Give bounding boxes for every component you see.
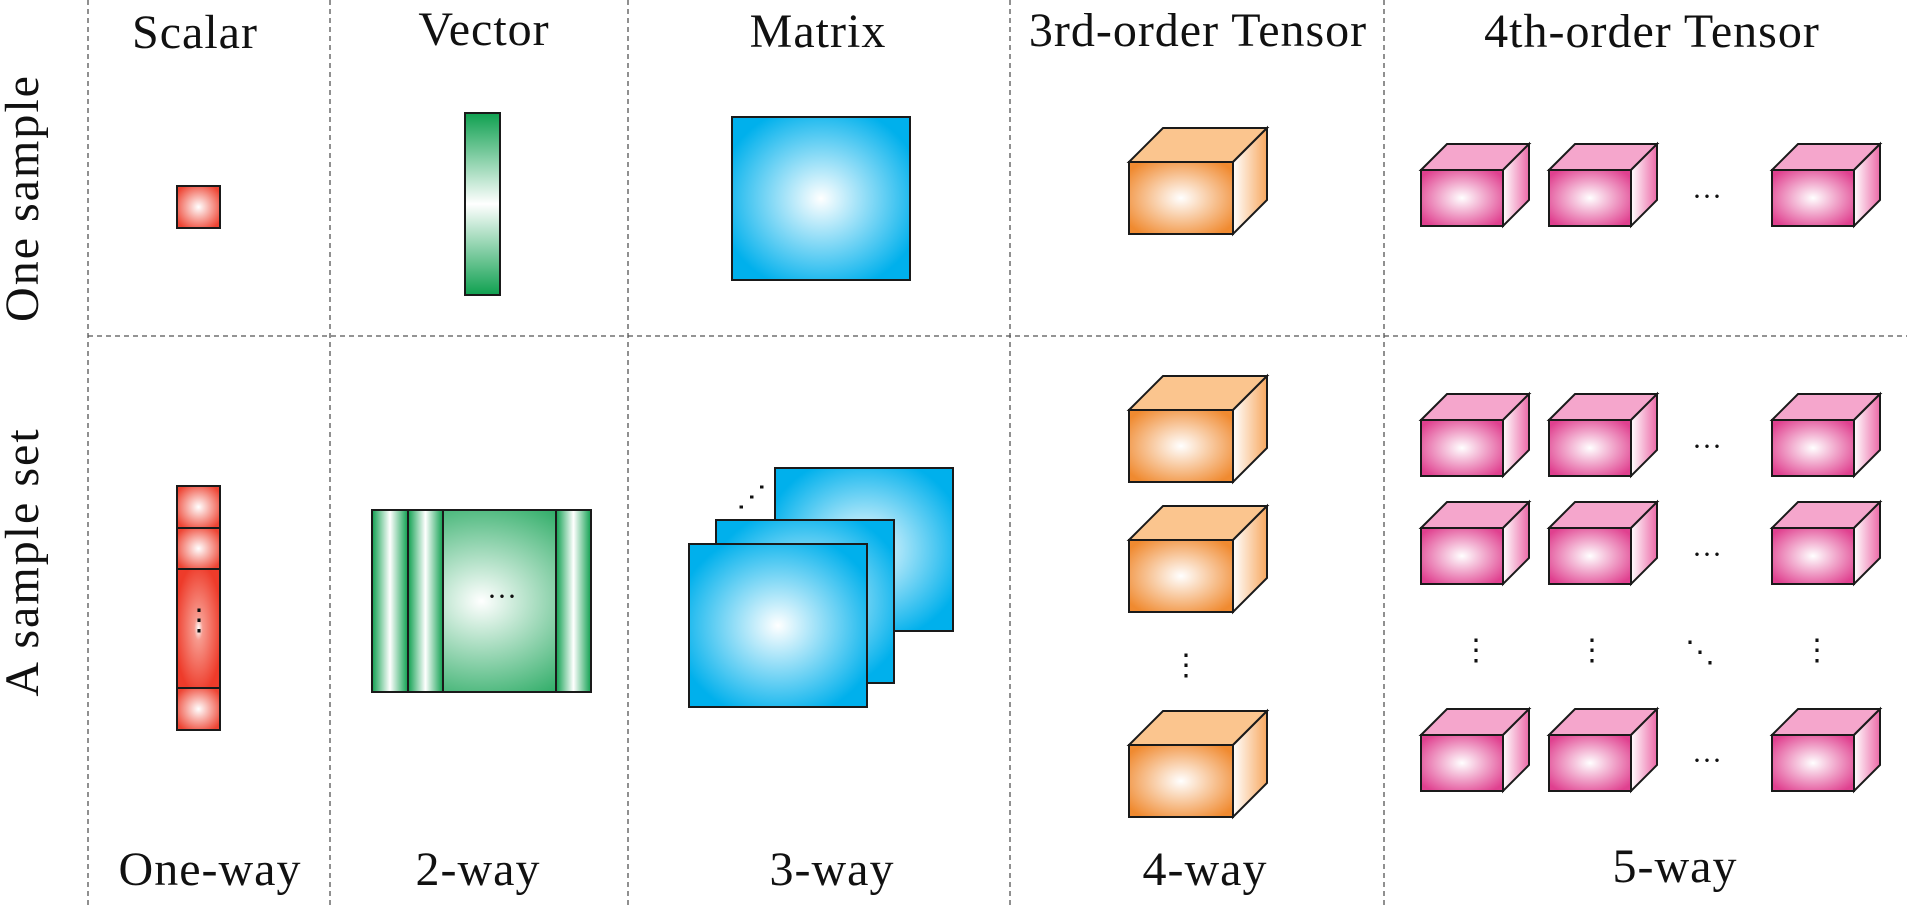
column-headers: Scalar Vector Matrix 3rd-order Tensor 4t… — [132, 3, 1820, 59]
tensor4-set-cube-r1c1 — [1418, 391, 1532, 479]
tensor4-set-cube-r1c2 — [1546, 391, 1660, 479]
tensor4-set-cube-r3c3 — [1769, 706, 1883, 794]
ellipsis-h-vector-set: ··· — [487, 580, 517, 613]
col-title-vector: Vector — [418, 3, 549, 56]
col-title-matrix: Matrix — [750, 5, 887, 58]
tensor4-set-cube-r1c3 — [1769, 391, 1883, 479]
col-title-4th-order-tensor: 4th-order Tensor — [1484, 5, 1820, 58]
vector-bar — [464, 112, 501, 296]
ellipsis-v-scalar-set: ⋮ — [184, 604, 214, 637]
tensor4-cube-2 — [1546, 141, 1660, 229]
matrix-set-stack — [688, 467, 954, 708]
ellipsis-d-matrix-set: ⋱ — [735, 482, 768, 512]
ellipsis-v-tensor3-set: ⋮ — [1171, 649, 1201, 682]
tensor4-set-cube-r3c2 — [1546, 706, 1660, 794]
grid-lines — [87, 0, 1907, 905]
tensor4-cube-3 — [1769, 141, 1883, 229]
way-label-4: 4-way — [1143, 843, 1268, 896]
tensor4-set-cube-r2c1 — [1418, 499, 1532, 587]
ellipsis-v-t4-set-c2: ⋮ — [1577, 634, 1607, 667]
col-title-scalar: Scalar — [132, 6, 258, 59]
ellipsis-v-t4-set-c3: ⋮ — [1802, 634, 1832, 667]
ellipsis-d-t4-set: ⋱ — [1685, 636, 1715, 669]
row-label-one-sample: One sample — [0, 74, 49, 322]
tensor4-set-cube-r3c1 — [1418, 706, 1532, 794]
tensor4-set-grid: ··· ··· ⋮ ⋮ ⋱ ⋮ — [1418, 391, 1883, 794]
tensor3-set-cube-1 — [1126, 373, 1270, 485]
tensor4-set-cube-r2c2 — [1546, 499, 1660, 587]
row-labels: One sample A sample set — [0, 74, 49, 697]
ellipsis-v-t4-set-c1: ⋮ — [1461, 634, 1491, 667]
way-label-one: One-way — [119, 843, 302, 896]
way-label-2: 2-way — [416, 843, 541, 896]
ellipsis-h-t4-set-r1: ··· — [1692, 430, 1722, 463]
ellipsis-h-t4-set-r3: ··· — [1692, 744, 1722, 777]
vector-set-matrix — [371, 509, 592, 693]
tensor3-set-cube-3 — [1126, 708, 1270, 820]
tensor3-set-cube-2 — [1126, 503, 1270, 615]
tensor4-cube-1 — [1418, 141, 1532, 229]
matrix-square — [731, 116, 911, 281]
scalar-set-stack — [176, 485, 221, 731]
scalar-cell — [176, 185, 221, 229]
ellipsis-h-row1-t4: ··· — [1692, 180, 1722, 213]
way-label-5: 5-way — [1613, 840, 1738, 893]
col-title-3rd-order-tensor: 3rd-order Tensor — [1029, 4, 1367, 57]
way-labels: One-way 2-way 3-way 4-way 5-way — [119, 840, 1738, 896]
way-label-3: 3-way — [770, 843, 895, 896]
tensor4-set-cube-r2c3 — [1769, 499, 1883, 587]
row-label-sample-set: A sample set — [0, 427, 49, 696]
tensor3-cube — [1126, 125, 1270, 237]
ellipsis-h-t4-set-r2: ··· — [1692, 538, 1722, 571]
